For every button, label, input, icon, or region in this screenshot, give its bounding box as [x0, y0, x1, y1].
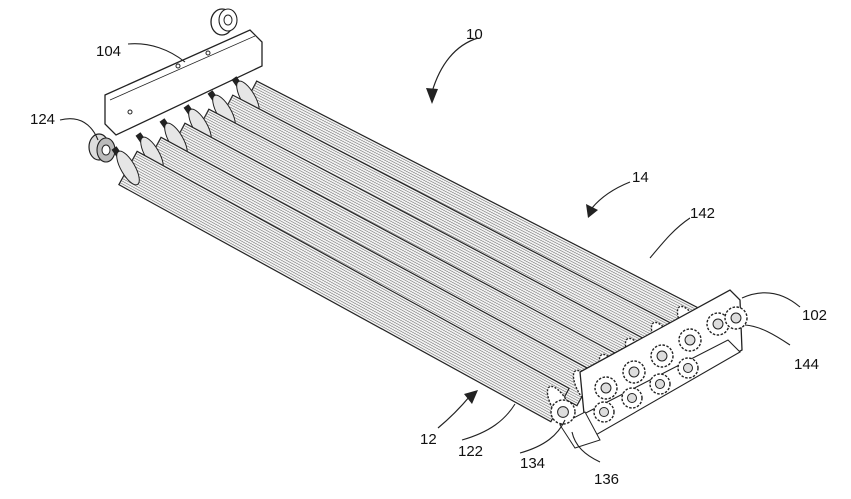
sprocket-hub: [731, 313, 741, 323]
arrow-12: [438, 390, 478, 428]
leader-144: [745, 325, 790, 345]
label-122: 122: [458, 444, 483, 459]
bottom-sprocket: [551, 400, 575, 424]
sprocket-hub: [600, 408, 609, 417]
sprocket: [678, 358, 698, 378]
sprocket-hub: [629, 367, 639, 377]
sprocket: [679, 329, 701, 351]
label-14: 14: [632, 170, 649, 185]
sprocket-hub: [558, 407, 569, 418]
leader-104: [128, 44, 185, 62]
label-142: 142: [690, 206, 715, 221]
sprocket: [651, 345, 673, 367]
sprocket: [622, 388, 642, 408]
leader-134: [520, 420, 565, 453]
label-136: 136: [594, 472, 619, 487]
sprocket-hub: [628, 394, 637, 403]
top-pulley: [211, 9, 237, 35]
label-124: 124: [30, 112, 55, 127]
sprocket: [725, 307, 747, 329]
sprocket: [623, 361, 645, 383]
label-10: 10: [466, 27, 483, 42]
arrow-14: [586, 182, 630, 218]
sprocket-hub: [685, 335, 695, 345]
leader-142: [650, 218, 690, 258]
sprocket-hub: [657, 351, 667, 361]
left-drive-gear: [89, 134, 115, 162]
sprocket: [594, 402, 614, 422]
sprocket-hub: [656, 380, 665, 389]
label-134: 134: [520, 456, 545, 471]
label-102: 102: [802, 308, 827, 323]
label-104: 104: [96, 44, 121, 59]
leader-102: [742, 293, 800, 307]
arrow-10: [426, 38, 478, 104]
leader-122: [462, 404, 515, 440]
sprocket-hub: [601, 383, 611, 393]
sprocket: [650, 374, 670, 394]
sprocket-hub: [684, 364, 693, 373]
label-12: 12: [420, 432, 437, 447]
sprocket-hub: [713, 319, 723, 329]
label-144: 144: [794, 357, 819, 372]
sprocket: [595, 377, 617, 399]
